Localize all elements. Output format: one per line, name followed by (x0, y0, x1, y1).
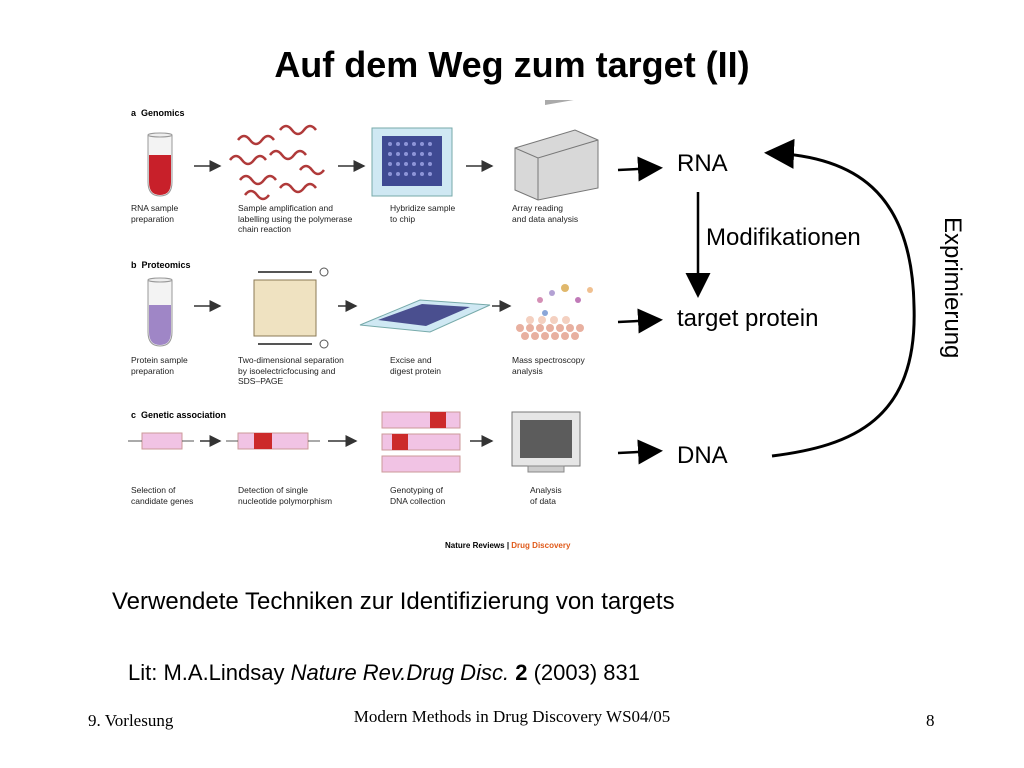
footer-center: Modern Methods in Drug Discovery WS04/05 (353, 707, 671, 726)
array-reader-icon (514, 100, 599, 201)
arrow-to-dna (617, 439, 663, 465)
candidate-gene-bar-icon (128, 432, 194, 450)
analysis-monitor-icon (511, 411, 581, 473)
protein-chip-icon (359, 299, 491, 333)
lit-prefix: Lit: M.A.Lindsay (128, 660, 291, 685)
label-dna: DNA (677, 442, 728, 469)
rna-tube-icon (147, 132, 173, 197)
expression-curve-arrow (764, 138, 916, 458)
label-modifikationen: Modifikationen (706, 224, 861, 251)
slide-subtitle: Verwendete Techniken zur Identifizierung… (112, 588, 675, 615)
arrow-to-target-protein (617, 308, 663, 334)
mass-spec-spheres-icon (516, 284, 593, 340)
caption-rna-sample: RNA sample preparation (131, 203, 179, 224)
slide-title: Auf dem Weg zum target (II) (274, 44, 750, 85)
figure-credit: Nature Reviews | Drug Discovery (445, 541, 571, 550)
page-number: 8 (926, 711, 935, 730)
gel-separation-icon (253, 267, 329, 349)
lit-journal: Nature Rev.Drug Disc. (290, 660, 510, 685)
caption-protein-sample: Protein sample preparation (131, 355, 188, 376)
flow-diagram (617, 138, 916, 465)
caption-array-reading: Array reading and data analysis (512, 203, 579, 224)
caption-amplification: Sample amplification and labelling using… (238, 203, 353, 234)
arrow-to-rna (617, 156, 663, 182)
lit-volume: 2 (515, 660, 528, 685)
caption-analysis: Analysis of data (530, 485, 562, 506)
genotyping-bars-icon (381, 411, 461, 473)
label-target-protein: target protein (677, 305, 819, 332)
pcr-strands-icon (229, 124, 325, 201)
label-rna: RNA (677, 150, 728, 177)
caption-2d-separation: Two-dimensional separation by isoelectri… (238, 355, 344, 386)
protein-tube-icon (147, 277, 173, 347)
caption-snp-detection: Detection of single nucleotide polymorph… (238, 485, 333, 506)
figure-illustrations (128, 100, 599, 473)
footer-left: 9. Vorlesung (88, 711, 174, 730)
label-exprimierung: Exprimierung (939, 217, 966, 359)
literature-reference: Lit: M.A.Lindsay Nature Rev.Drug Disc. 2… (128, 660, 640, 686)
hybridization-chip-icon (371, 127, 453, 197)
caption-excise: Excise and digest protein (390, 355, 442, 376)
caption-genotyping: Genotyping of DNA collection (390, 485, 446, 506)
caption-hybridize: Hybridize sample to chip (390, 203, 456, 224)
snp-gene-bar-icon (226, 432, 320, 450)
caption-mass-spec: Mass spectroscopy analysis (512, 355, 585, 376)
lit-rest: (2003) 831 (527, 660, 640, 685)
caption-candidate-genes: Selection of candidate genes (131, 485, 194, 506)
